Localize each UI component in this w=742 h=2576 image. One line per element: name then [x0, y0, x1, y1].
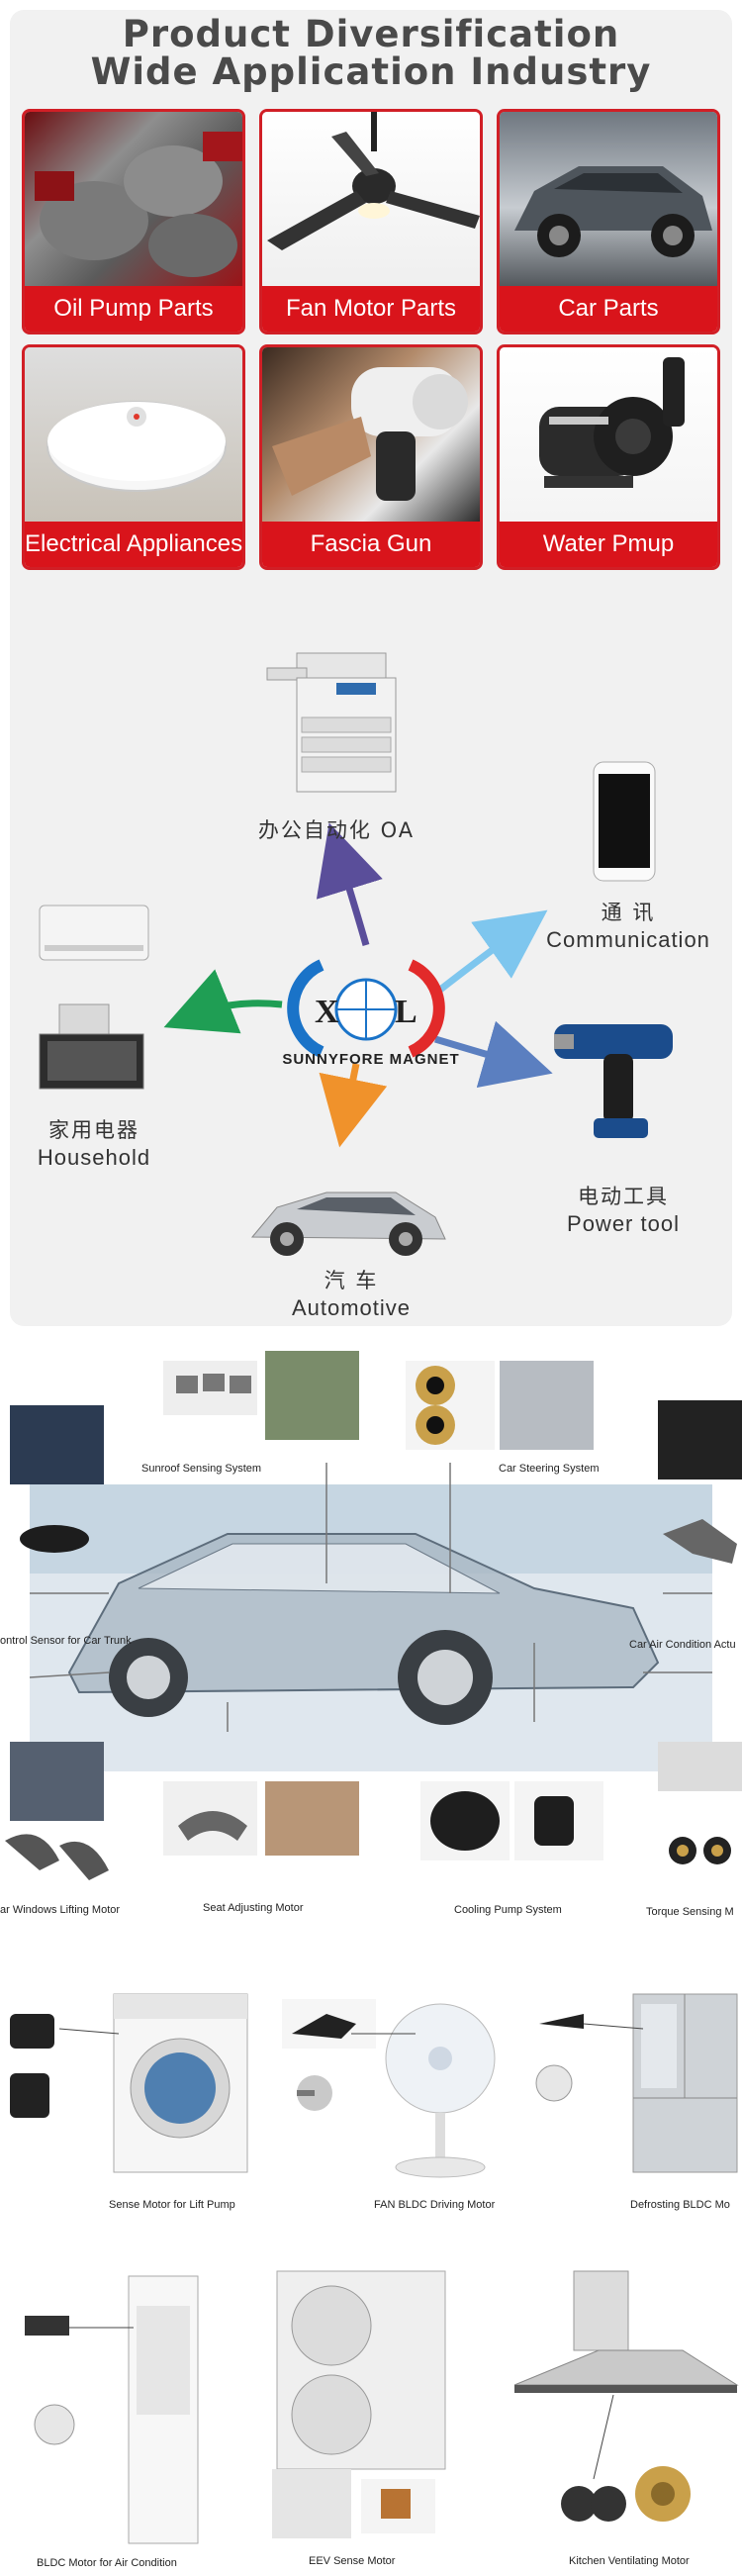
household-label: 家用电器 Household: [15, 1116, 173, 1172]
household-en-label: Household: [37, 1145, 151, 1170]
outdoor-ac-unit-icon: [276, 2270, 446, 2470]
oil-pump-motor-photo: [25, 112, 242, 286]
steering-sensor-thumb: [406, 1361, 594, 1450]
smartphone-icon: [593, 761, 656, 882]
arrow-to-office: [316, 822, 383, 946]
communication-en-label: Communication: [546, 927, 710, 952]
title-line-2: Wide Application Industry: [90, 50, 652, 93]
massage-gun-photo: [262, 347, 480, 522]
arrow-to-communication: [437, 909, 548, 993]
range-hood-icon: [39, 1003, 144, 1090]
brand-name: SUNNYFORE MAGNET: [282, 1051, 460, 1068]
automotive-cn-label: 汽 车: [324, 1269, 379, 1292]
ac-bldc-label: BLDC Motor for Air Condition: [37, 2557, 177, 2569]
arrow-to-household: [163, 969, 283, 1034]
appliance-diagram: [10, 1993, 739, 2544]
air-condition-actuator-label: Car Air Condition Actu: [629, 1639, 736, 1651]
ceiling-fan-photo: [262, 112, 480, 286]
connector-lines: [29, 1463, 712, 1732]
office-cn-label: 办公自动化 OA: [257, 818, 416, 842]
title-line-1: Product Diversification: [122, 13, 620, 55]
transparent-car-icon: [67, 1533, 660, 1725]
kitchen-label: Kitchen Ventilating Motor: [569, 2555, 690, 2567]
product-label: Car Parts: [500, 286, 717, 332]
seat-adjusting-label: Seat Adjusting Motor: [203, 1902, 304, 1914]
refrigerator-icon: [632, 1993, 738, 2173]
communication-label: 通 讯 Communication: [539, 899, 717, 954]
power-tool-cn-label: 电动工具: [578, 1185, 669, 1208]
power-tool-label: 电动工具 Power tool: [549, 1183, 697, 1238]
robot-vacuum-photo: [25, 347, 242, 522]
eev-label: EEV Sense Motor: [309, 2555, 396, 2567]
logo-x: X: [315, 994, 339, 1030]
fan-bldc-label: FAN BLDC Driving Motor: [374, 2199, 496, 2211]
trunk-sensor-thumb: [10, 1405, 104, 1553]
seat-adjusting-thumb: [163, 1781, 359, 1856]
car-icon: [250, 1192, 446, 1256]
arrow-to-power-tool: [433, 1020, 553, 1089]
automotive-en-label: Automotive: [291, 1295, 412, 1320]
lift-pump-sensor-thumb: [10, 2014, 54, 2118]
defrosting-motor-thumb: [534, 2009, 589, 2102]
torque-sensing-thumb: [658, 1742, 742, 1864]
water-pump-photo: [500, 347, 717, 522]
product-diversification-panel: Product Diversification Wide Application…: [10, 10, 732, 1326]
product-card-water-pump[interactable]: Water Pmup: [497, 344, 720, 570]
suv-car-photo: [500, 112, 717, 286]
product-card-electrical-appliances[interactable]: Electrical Appliances: [22, 344, 245, 570]
air-condition-actuator-thumb: [658, 1400, 742, 1564]
product-label: Oil Pump Parts: [25, 286, 242, 332]
section-title: Product Diversification Wide Application…: [10, 16, 732, 91]
product-label: Fan Motor Parts: [262, 286, 480, 332]
window-lifting-label: ar Windows Lifting Motor: [0, 1904, 121, 1916]
stand-fan-icon: [385, 2003, 496, 2178]
arrow-to-automotive: [319, 1063, 388, 1148]
cooling-pump-thumb: [420, 1781, 603, 1860]
kitchen-range-hood-icon: [513, 2270, 739, 2393]
air-conditioner-icon: [39, 905, 149, 961]
logo-l: L: [395, 994, 417, 1030]
household-cn-label: 家用电器: [48, 1118, 139, 1142]
floor-air-conditioner-icon: [128, 2275, 199, 2544]
sunroof-sensor-thumb: [163, 1351, 359, 1440]
sunroof-label: Sunroof Sensing System: [141, 1463, 262, 1475]
office-label: 办公自动化 OA: [228, 816, 445, 844]
product-label: Fascia Gun: [262, 522, 480, 567]
ac-bldc-motor-thumb: [25, 2316, 75, 2445]
product-card-fascia-gun[interactable]: Fascia Gun: [259, 344, 483, 570]
window-lifting-thumb: [5, 1742, 109, 1880]
product-card-car-parts[interactable]: Car Parts: [497, 109, 720, 334]
product-card-fan-motor[interactable]: Fan Motor Parts: [259, 109, 483, 334]
power-drill-icon: [554, 1024, 673, 1138]
cooling-pump-label: Cooling Pump System: [454, 1904, 562, 1916]
product-label: Electrical Appliances: [25, 522, 242, 567]
automotive-diagram: [5, 1351, 742, 1880]
steering-label: Car Steering System: [499, 1463, 600, 1475]
automotive-label: 汽 车 Automotive: [272, 1267, 430, 1322]
eev-sensor-thumb: [272, 2469, 435, 2538]
power-tool-en-label: Power tool: [567, 1211, 680, 1236]
product-label: Water Pmup: [500, 522, 717, 567]
kitchen-motor-thumb: [561, 2466, 691, 2522]
product-card-oil-pump[interactable]: Oil Pump Parts: [22, 109, 245, 334]
communication-cn-label: 通 讯: [601, 901, 656, 924]
fan-bldc-motor-thumb: [282, 1999, 376, 2111]
copier-icon: [266, 652, 397, 793]
application-diagram: X L: [39, 652, 673, 1256]
defrosting-label: Defrosting BLDC Mo: [630, 2199, 730, 2211]
washing-machine-icon: [113, 1993, 248, 2173]
trunk-label: ontrol Sensor for Car Trunk: [0, 1635, 132, 1647]
torque-sensing-label: Torque Sensing M: [646, 1906, 734, 1918]
lift-pump-label: Sense Motor for Lift Pump: [109, 2199, 235, 2211]
brand-logo-icon: X L: [287, 959, 445, 1058]
